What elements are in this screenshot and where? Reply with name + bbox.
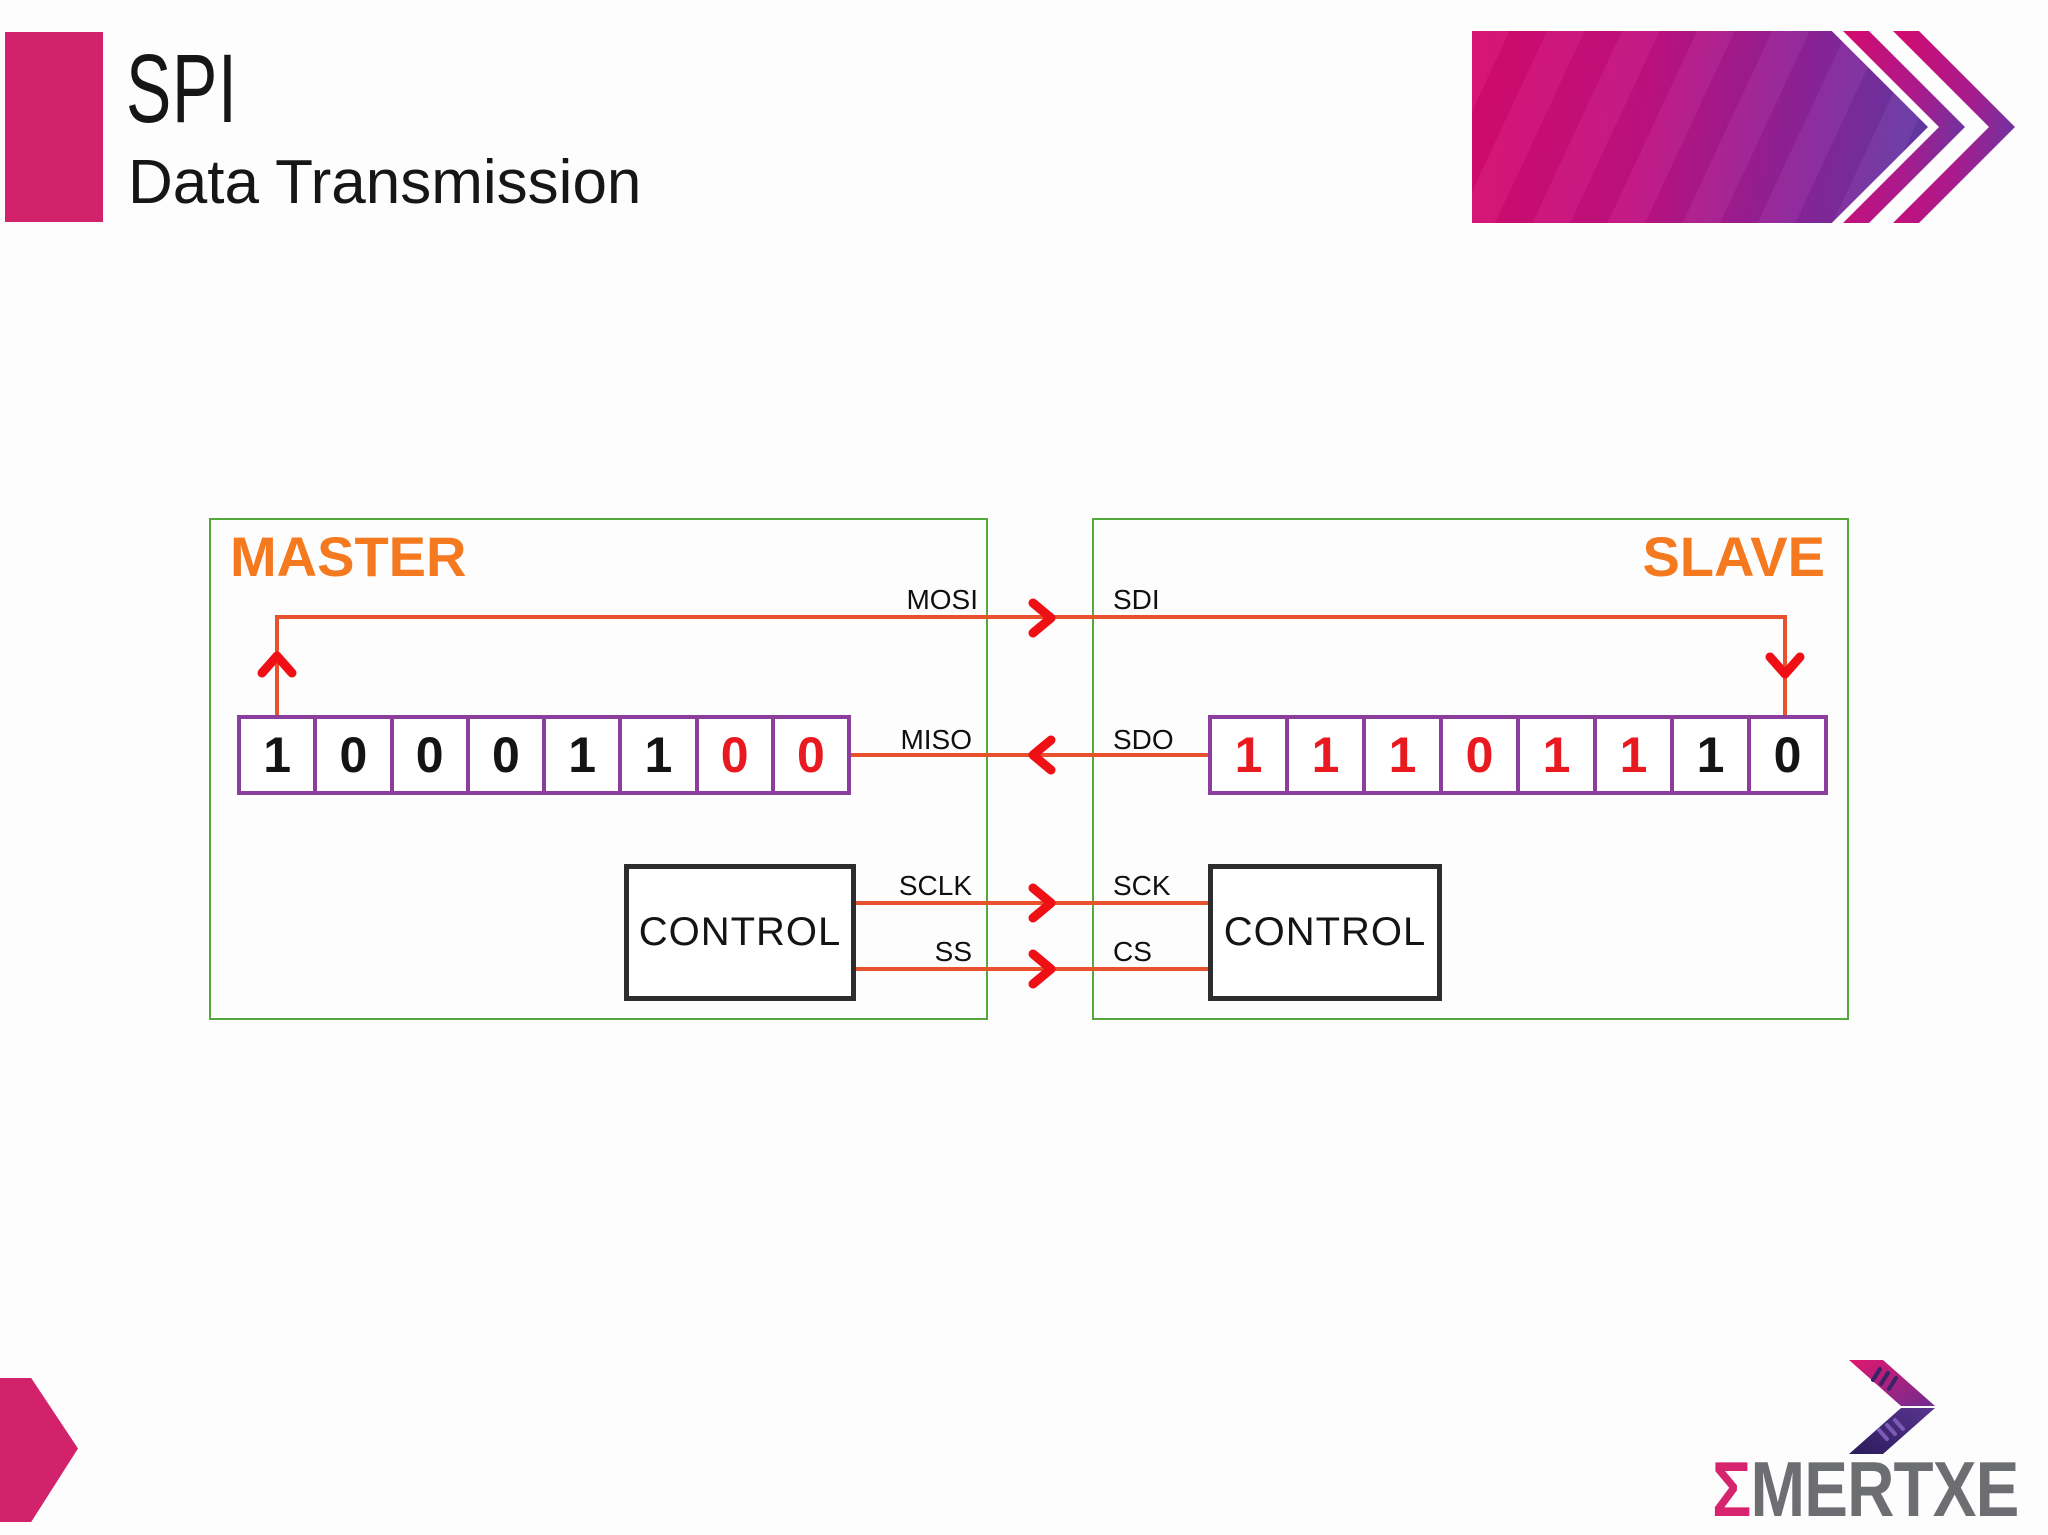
register-bit: 0 [469, 719, 542, 791]
arrow-up-icon [254, 646, 300, 682]
arrow-right-icon [1024, 595, 1060, 641]
brand-wordmark: ΣMERTXE [1712, 1450, 2019, 1528]
banner-arrow-graphic [1472, 31, 1928, 223]
title-accent-bar [5, 32, 103, 222]
register-bit: 1 [1289, 719, 1362, 791]
sdo-label: SDO [1113, 724, 1174, 755]
register-bit: 0 [317, 719, 390, 791]
register-bit: 0 [774, 719, 847, 791]
register-bit: 1 [1520, 719, 1593, 791]
register-bit: 0 [1751, 719, 1824, 791]
mosi-wire-master-drop [275, 615, 279, 717]
brand-name: MERTXE [1750, 1445, 2019, 1533]
arrow-down-icon [1762, 648, 1808, 684]
slave-control-box: CONTROL [1208, 864, 1442, 1001]
sclk-wire [854, 901, 1210, 905]
master-label: MASTER [230, 525, 467, 588]
arrow-right-icon [1024, 880, 1060, 926]
master-box [209, 518, 988, 1020]
arrow-right-icon [1024, 946, 1060, 992]
mosi-label: MOSI [906, 584, 978, 615]
arrow-left-icon [1024, 732, 1060, 778]
ss-label: SS [934, 936, 972, 967]
register-bit: 1 [1366, 719, 1439, 791]
mosi-wire [275, 615, 1787, 619]
register-bit: 1 [1597, 719, 1670, 791]
slave-box [1092, 518, 1849, 1020]
master-control-label: CONTROL [638, 910, 842, 954]
miso-label: MISO [900, 724, 972, 755]
sdi-label: SDI [1113, 584, 1160, 615]
register-bit: 1 [1674, 719, 1747, 791]
emertxe-logo-icon [1833, 1360, 1937, 1461]
register-bit: 1 [622, 719, 695, 791]
brand-sigma: Σ [1712, 1445, 1751, 1533]
slave-label: SLAVE [1642, 525, 1825, 588]
slave-control-label: CONTROL [1223, 910, 1427, 954]
register-bit: 0 [1443, 719, 1516, 791]
register-bit: 0 [698, 719, 771, 791]
register-bit: 1 [241, 719, 314, 791]
footer-chevron-graphic [0, 1378, 78, 1522]
ss-wire [854, 967, 1210, 971]
page-subtitle: Data Transmission [128, 148, 642, 217]
page-title: SPI [126, 34, 238, 143]
register-bit: 1 [1212, 719, 1285, 791]
register-bit: 1 [546, 719, 619, 791]
register-bit: 0 [393, 719, 466, 791]
master-control-box: CONTROL [624, 864, 856, 1001]
sck-label: SCK [1113, 870, 1171, 901]
cs-label: CS [1113, 936, 1152, 967]
mosi-wire-slave-drop [1783, 615, 1787, 717]
sclk-label: SCLK [898, 870, 972, 901]
